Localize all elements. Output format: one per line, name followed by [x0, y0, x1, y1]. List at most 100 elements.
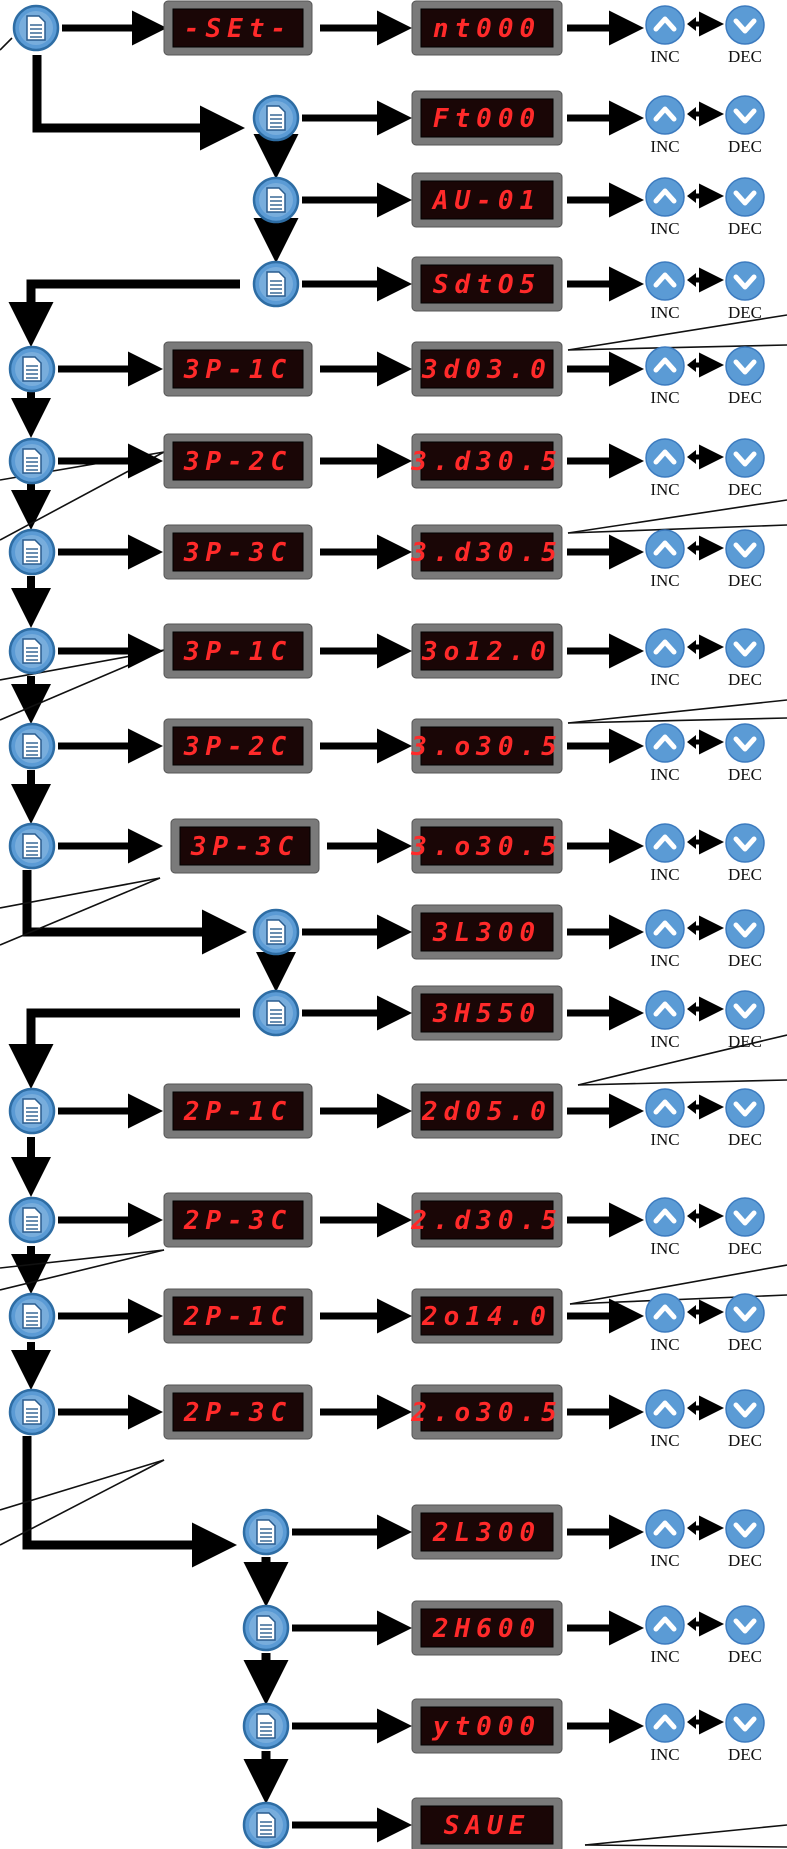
inc-button[interactable]: INC	[645, 438, 685, 499]
chevron-up-icon	[653, 540, 677, 556]
menu-document-icon[interactable]	[8, 1388, 56, 1436]
callout-line	[569, 1264, 787, 1305]
dec-button[interactable]: DEC	[725, 1509, 765, 1570]
dec-button[interactable]: DEC	[725, 628, 765, 689]
dec-button[interactable]: DEC	[725, 1389, 765, 1450]
menu-document-icon[interactable]	[12, 4, 60, 52]
inc-button[interactable]: INC	[645, 628, 685, 689]
inc-button[interactable]: INC	[645, 1605, 685, 1666]
callout-line	[0, 1459, 165, 1511]
menu-document-icon[interactable]	[242, 1508, 290, 1556]
inc-button[interactable]: INC	[645, 990, 685, 1051]
dec-button[interactable]: DEC	[725, 1703, 765, 1764]
chevron-down-icon	[733, 274, 757, 290]
dec-button[interactable]: DEC	[725, 990, 765, 1051]
menu-document-icon[interactable]	[252, 989, 300, 1037]
menu-document-icon[interactable]	[242, 1801, 290, 1849]
menu-display: 2P-1C	[163, 1288, 313, 1344]
menu-document-icon[interactable]	[8, 1196, 56, 1244]
value-display: nt000	[411, 0, 563, 56]
menu-document-icon[interactable]	[8, 1087, 56, 1135]
inc-label: INC	[650, 865, 679, 884]
inc-label: INC	[650, 765, 679, 784]
menu-document-icon[interactable]	[252, 176, 300, 224]
dec-label: DEC	[728, 1239, 762, 1258]
flow-connector	[22, 870, 247, 955]
menu-document-icon[interactable]	[8, 722, 56, 770]
chevron-up-icon	[653, 834, 677, 850]
inc-button[interactable]: INC	[645, 177, 685, 238]
inc-button[interactable]: INC	[645, 346, 685, 407]
dec-button[interactable]: DEC	[725, 95, 765, 156]
inc-button[interactable]: INC	[645, 723, 685, 784]
inc-button[interactable]: INC	[645, 823, 685, 884]
inc-button[interactable]: INC	[645, 1389, 685, 1450]
dec-button[interactable]: DEC	[725, 1293, 765, 1354]
dec-button[interactable]: DEC	[725, 1197, 765, 1258]
menu-document-icon[interactable]	[8, 345, 56, 393]
arrowhead-left	[687, 1401, 696, 1415]
callout-line	[567, 699, 787, 724]
inc-label: INC	[650, 47, 679, 66]
callout-line	[584, 1844, 787, 1848]
dec-button[interactable]: DEC	[725, 5, 765, 66]
dec-label: DEC	[728, 1431, 762, 1450]
inc-button[interactable]: INC	[645, 909, 685, 970]
menu-document-icon[interactable]	[8, 627, 56, 675]
value-display: 2.o30.5	[410, 1384, 563, 1440]
dec-button[interactable]: DEC	[725, 1088, 765, 1149]
dec-button[interactable]: DEC	[725, 529, 765, 590]
inc-button[interactable]: INC	[645, 1703, 685, 1764]
inc-button[interactable]: INC	[645, 529, 685, 590]
dec-button[interactable]: DEC	[725, 723, 765, 784]
inc-button[interactable]: INC	[645, 1088, 685, 1149]
chevron-up-icon	[653, 106, 677, 122]
inc-button[interactable]: INC	[645, 5, 685, 66]
dec-button[interactable]: DEC	[725, 261, 765, 322]
inc-button[interactable]: INC	[645, 95, 685, 156]
callout-line	[577, 1079, 787, 1086]
callout-line	[567, 344, 787, 351]
menu-document-icon[interactable]	[8, 437, 56, 485]
inc-button[interactable]: INC	[645, 1197, 685, 1258]
callout-line	[0, 1249, 165, 1291]
chevron-down-icon	[733, 1210, 757, 1226]
dec-label: DEC	[728, 137, 762, 156]
dec-button[interactable]: DEC	[725, 823, 765, 884]
dec-button[interactable]: DEC	[725, 438, 765, 499]
menu-document-icon[interactable]	[242, 1604, 290, 1652]
dec-label: DEC	[728, 571, 762, 590]
menu-document-icon[interactable]	[242, 1702, 290, 1750]
chevron-down-icon	[733, 922, 757, 938]
menu-document-icon[interactable]	[252, 94, 300, 142]
dec-button[interactable]: DEC	[725, 177, 765, 238]
arrowhead-left	[687, 640, 696, 654]
chevron-down-icon	[733, 542, 757, 558]
callout-line	[567, 717, 787, 724]
dec-label: DEC	[728, 1647, 762, 1666]
inc-button[interactable]: INC	[645, 261, 685, 322]
menu-document-icon[interactable]	[8, 822, 56, 870]
callout-line	[584, 1824, 787, 1846]
dec-button[interactable]: DEC	[725, 346, 765, 407]
inc-button[interactable]: INC	[645, 1509, 685, 1570]
value-display: 2d05.0	[411, 1083, 563, 1139]
value-display: 2o14.0	[411, 1288, 563, 1344]
arrowhead-left	[687, 107, 696, 121]
inc-label: INC	[650, 1130, 679, 1149]
value-display-text: AU-01	[431, 186, 541, 216]
arrowhead-left	[687, 1617, 696, 1631]
dec-button[interactable]: DEC	[725, 1605, 765, 1666]
menu-document-icon[interactable]	[252, 260, 300, 308]
menu-document-icon[interactable]	[8, 528, 56, 576]
value-display-text: 3.o30.5	[410, 832, 563, 862]
chevron-down-icon	[733, 1306, 757, 1322]
inc-button[interactable]: INC	[645, 1293, 685, 1354]
menu-document-icon[interactable]	[252, 908, 300, 956]
arrowhead-left	[687, 921, 696, 935]
menu-document-icon[interactable]	[8, 1292, 56, 1340]
value-display: 3.o30.5	[410, 718, 563, 774]
dec-button[interactable]: DEC	[725, 909, 765, 970]
chevron-up-icon	[653, 1208, 677, 1224]
